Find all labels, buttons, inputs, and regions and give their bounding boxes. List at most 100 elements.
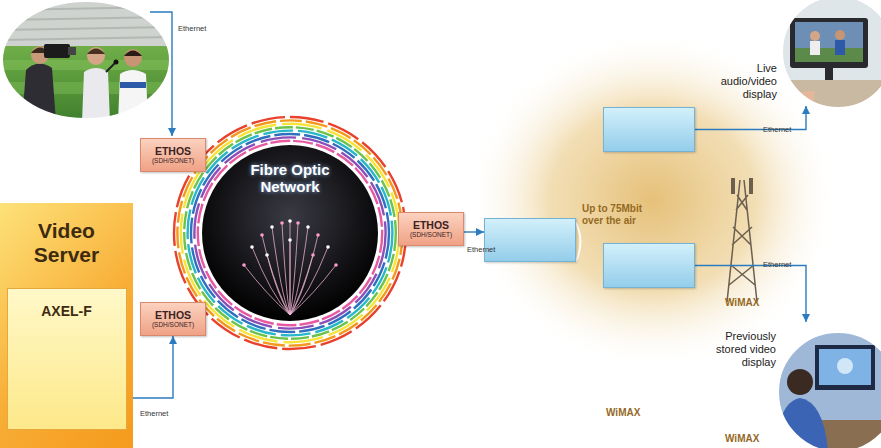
radio-glow-part	[731, 178, 735, 194]
ring-shape-part	[296, 221, 300, 225]
radio-glow-part	[749, 178, 753, 194]
ring-shape-part	[270, 225, 274, 229]
ring-shape-part	[191, 134, 389, 332]
ring-shape-part	[290, 265, 336, 315]
ring-shape-part	[306, 225, 310, 229]
live-display-photo-part-part	[825, 68, 833, 80]
ring-shape-part	[290, 247, 328, 315]
ring-shape-part	[250, 245, 254, 249]
ring-shape-part	[184, 127, 396, 339]
ring-shape-part	[290, 227, 308, 315]
ring-shape-part	[290, 240, 291, 315]
radio-glow-part	[727, 180, 757, 302]
ring-shape-part	[326, 245, 330, 249]
network-ring: Fibre Optic Network	[172, 115, 408, 351]
ring-shape-part	[334, 263, 338, 267]
interview-photo-part-part	[0, 60, 172, 70]
node-title: Live audio/video display	[713, 62, 777, 101]
ring-shape-part	[316, 233, 320, 237]
live-display-photo-part-part	[835, 40, 845, 55]
ring-shape-part	[311, 253, 315, 257]
interview-photo-part-part-part	[0, 37, 172, 40]
node-title: ETHOS	[155, 309, 191, 321]
ring-shape-part	[202, 145, 378, 321]
radio-glow	[465, 30, 840, 370]
wire-label: Ethernet	[178, 24, 206, 33]
interview-photo-part	[2, 1, 170, 119]
interview-photo-part-part	[124, 49, 142, 67]
ring-shape-part	[290, 255, 313, 315]
interview-photo-part-part	[0, 7, 172, 40]
connector-label: Ethernet	[763, 260, 791, 269]
stored-display-photo-part-part	[837, 358, 853, 374]
radio-box: WiMAX	[484, 218, 576, 262]
ring-shape-part	[194, 137, 385, 328]
interview-photo-part-part	[0, 46, 172, 122]
interview-photo-part-part	[68, 47, 76, 55]
server-panel: Video ServerAXEL-F	[0, 203, 133, 448]
ring-shape-part	[288, 219, 292, 223]
connector-label-holder: Ethernet	[763, 253, 791, 271]
stored-display-photo-part-part	[815, 345, 875, 390]
ring-shape-part	[267, 255, 290, 315]
server-module: AXEL-F	[7, 288, 127, 430]
ethernet-connector	[133, 336, 173, 398]
connector-label-holder: Ethernet	[140, 402, 168, 420]
node-title: ETHOS	[155, 145, 191, 157]
ring-shape-part	[198, 141, 382, 325]
interview-photo-part-part	[120, 82, 146, 88]
ring-shape-part	[174, 117, 406, 349]
interview-photo-part	[0, 0, 172, 122]
multiplexer-box: ETHOS(SDH/SONET)	[140, 138, 206, 172]
node-title: WiMAX	[725, 433, 807, 445]
connector-label: Ethernet	[763, 125, 791, 134]
ring-shape-part	[242, 263, 246, 267]
interview-photo-part-part	[82, 68, 110, 122]
live-display-photo-part-part	[810, 41, 820, 55]
multiplexer-box: ETHOS(SDH/SONET)	[398, 212, 464, 246]
ring-shape	[172, 115, 408, 351]
connector-label-holder: Ethernet	[467, 238, 495, 256]
live-display-photo-part-part	[835, 30, 845, 40]
live-display-photo-part-part	[795, 22, 863, 62]
radio-glow-part	[465, 30, 840, 370]
interview-photo-part-part	[114, 60, 119, 65]
radio-box: WiMAX	[603, 107, 695, 152]
node-title: WiMAX	[606, 407, 688, 419]
ring-shape-part	[290, 235, 318, 315]
ethernet-wire	[150, 12, 172, 136]
interview-photo-part-part-part	[0, 7, 172, 10]
ring-shape-part	[280, 221, 284, 225]
radio-box: WiMAX	[603, 243, 695, 288]
node-title: WiMAX	[725, 297, 807, 309]
stored-display-photo	[775, 330, 881, 448]
display-station: Live audio/video display	[713, 0, 881, 106]
ring-shape-part	[177, 120, 402, 345]
node-title: Fibre Optic Network	[234, 161, 346, 195]
live-display-photo-part-part	[795, 48, 863, 62]
ring-shape-part	[272, 227, 290, 315]
node-title: ETHOS	[413, 219, 449, 231]
node-title: Up to 75Mbit over the air	[582, 203, 664, 227]
radio-glow-part-part	[576, 223, 581, 261]
stored-display-photo-part-part	[819, 349, 871, 385]
wire-label-holder: Ethernet	[178, 17, 206, 35]
display-station: Previously stored video display	[700, 322, 881, 448]
connector-label-holder: Ethernet	[763, 118, 791, 136]
connector-label: Ethernet	[467, 245, 495, 254]
interview-photo-part-part-part	[0, 27, 172, 30]
node-subtitle: (SDH/SONET)	[410, 231, 452, 239]
node-title: Previously stored video display	[700, 330, 776, 369]
interview-photo	[0, 0, 172, 122]
interview-photo-part-part	[87, 49, 105, 55]
ethernet-connector	[464, 231, 484, 232]
ring-shape-part	[181, 124, 399, 342]
stored-display-photo-part-part	[787, 369, 813, 395]
ring-shape-part	[288, 238, 292, 242]
interview-photo-part-part	[44, 44, 70, 58]
connector-label: Ethernet	[140, 409, 168, 418]
node-subtitle: (SDH/SONET)	[152, 321, 194, 329]
ring-shape-part	[290, 221, 291, 315]
interview-photo-part-part	[0, 0, 172, 122]
